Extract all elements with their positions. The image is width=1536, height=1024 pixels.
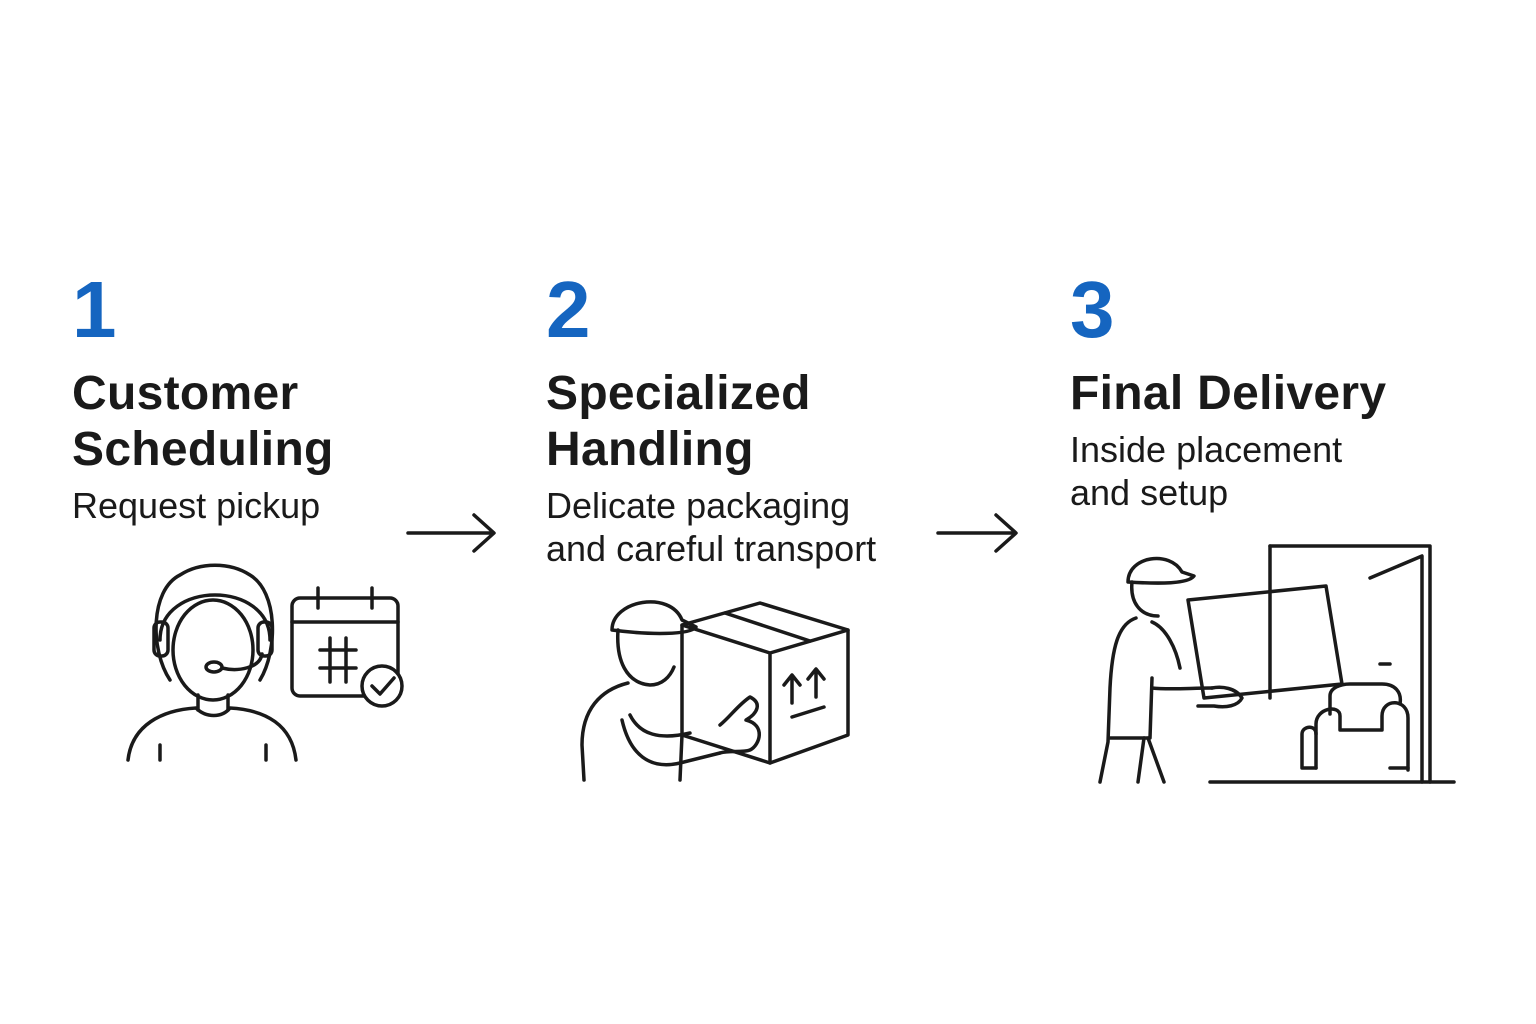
step-2: 2 Specialized Handling Delicate packagin… <box>546 270 876 570</box>
customer-service-calendar-icon <box>126 563 404 762</box>
worker-carrying-box-icon <box>580 600 850 782</box>
step-number: 1 <box>72 265 117 354</box>
step-number: 3 <box>1070 265 1115 354</box>
step-number: 2 <box>546 265 591 354</box>
delivery-person-placement-icon <box>1098 544 1456 784</box>
step-title: Final Delivery <box>1070 367 1387 420</box>
step-description: Request pickup <box>72 485 321 526</box>
arrow-right-icon <box>406 513 496 553</box>
step-title: Customer Scheduling <box>72 367 334 476</box>
step-3: 3 Final Delivery Inside placement and se… <box>1070 270 1386 514</box>
step-1: 1 Customer Scheduling Request pickup <box>72 270 334 527</box>
step-title: Specialized Handling <box>546 367 811 476</box>
step-description: Inside placement and setup <box>1070 429 1343 513</box>
arrow-right-icon <box>936 513 1018 553</box>
step-description: Delicate packaging and careful transport <box>546 485 877 569</box>
